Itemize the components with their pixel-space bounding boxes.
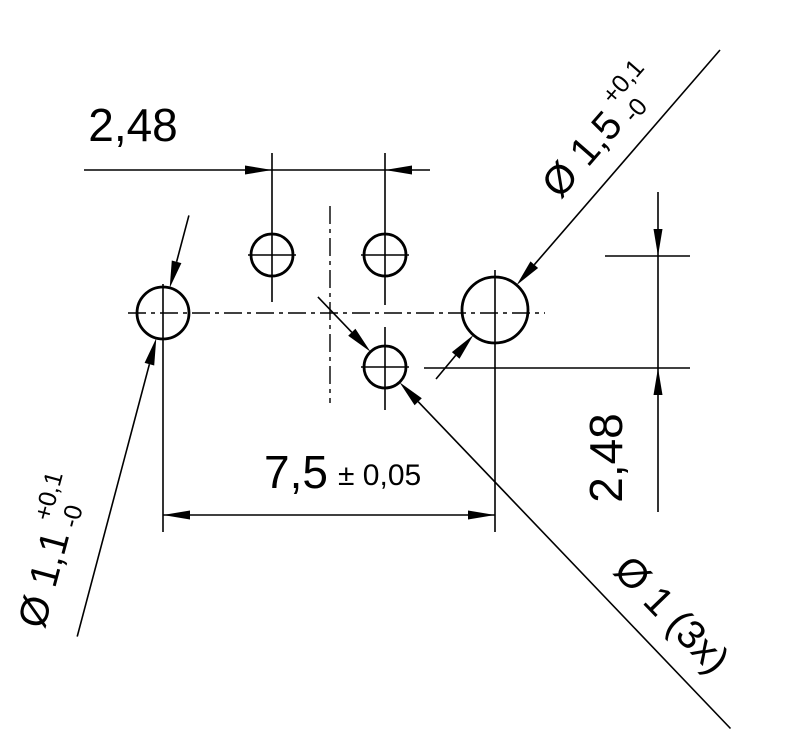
leader-line — [417, 401, 732, 730]
dimension-top-248: 2,48 — [84, 99, 430, 175]
holes — [135, 232, 530, 390]
leader-line — [175, 215, 190, 263]
arrowhead-icon — [451, 335, 474, 359]
callout-large-hole-text: Ø 1,5 — [534, 103, 631, 206]
callout-left-hole-text: Ø 1,1 — [10, 526, 78, 632]
dimension-right-248: 2,48 — [580, 192, 663, 512]
dimension-value-span: 7,5 — [264, 446, 328, 498]
extension-lines — [162, 153, 690, 532]
leader-line — [317, 296, 353, 333]
arrowhead-icon — [348, 328, 371, 352]
arrowhead-icon — [653, 229, 663, 256]
arrowhead-icon — [163, 510, 190, 520]
callout-small-holes-text: Ø 1 (3x) — [606, 548, 738, 682]
callout-large-hole: Ø 1,5 +0,1 -0 — [435, 49, 721, 380]
callout-left-hole: Ø 1,1 +0,1 -0 — [10, 215, 190, 637]
arrowhead-icon — [468, 510, 495, 520]
dimension-tolerance-span: ± 0,05 — [338, 459, 421, 492]
callout-left-hole-tol-minus: -0 — [56, 502, 89, 531]
hole-left-d11 — [135, 285, 191, 341]
dimension-bottom-75: 7,5 ± 0,05 — [163, 446, 495, 520]
hole-top-right — [362, 232, 408, 278]
hole-middle — [362, 344, 408, 390]
arrowhead-icon — [245, 165, 272, 175]
dimension-value-top: 2,48 — [88, 99, 178, 151]
arrowhead-icon — [399, 382, 422, 406]
callout-small-holes: Ø 1 (3x) — [317, 296, 738, 730]
hole-large-d15 — [460, 275, 530, 345]
callout-large-hole-tol-plus: +0,1 — [596, 54, 650, 110]
hole-top-left — [249, 232, 295, 278]
leader-line — [533, 49, 721, 266]
arrowhead-icon — [169, 260, 182, 288]
arrowhead-icon — [385, 165, 412, 175]
leader-line — [76, 363, 151, 637]
leader-line — [435, 354, 457, 380]
arrowhead-icon — [653, 368, 663, 395]
arrowhead-icon — [144, 338, 157, 366]
centerlines — [128, 206, 545, 403]
arrowhead-icon — [516, 261, 539, 286]
dimension-value-right: 2,48 — [580, 413, 632, 503]
